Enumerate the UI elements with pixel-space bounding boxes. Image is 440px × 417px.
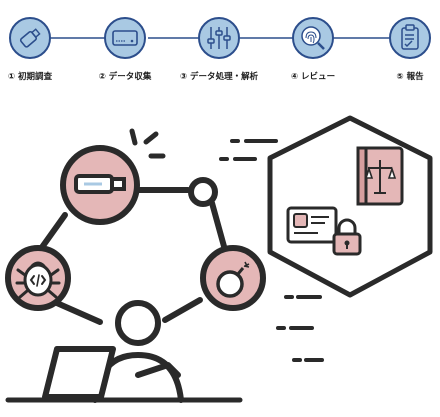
clipboard-check-icon [401,24,419,50]
process-flow [9,17,431,59]
step-2-label: ② データ収集 [98,72,152,82]
step-4-circle [292,17,334,59]
step-3-label: ③ データ処理・解析 [179,72,259,82]
person-with-laptop [5,300,243,403]
sliders-icon [207,27,231,49]
bomb-icon [216,261,250,298]
step-1-circle [9,17,51,59]
step-3-circle [198,17,240,59]
bug-node [5,245,71,311]
legal-hexagon [267,115,433,298]
junction-node [188,177,218,207]
step-1-label: ① 初期調査 [7,72,53,82]
fingerprint-magnifier-icon [301,26,325,50]
spark-marks [129,128,166,159]
bomb-node [200,245,266,311]
usb-node [60,145,140,225]
laptop-icon [42,346,116,400]
motion-dashes [219,139,324,362]
hard-drive-icon [112,30,138,46]
bug-code-icon [15,261,61,299]
step-2-circle [104,17,146,59]
law-book-scales-icon [356,146,404,206]
step-4-label: ④ レビュー [290,72,336,82]
id-card-lock-icon [286,206,362,256]
step-5-circle [389,17,431,59]
usb-drive-icon [19,28,41,48]
step-5-label: ⑤ 報告 [396,72,424,82]
usb-drive-icon [74,174,126,194]
